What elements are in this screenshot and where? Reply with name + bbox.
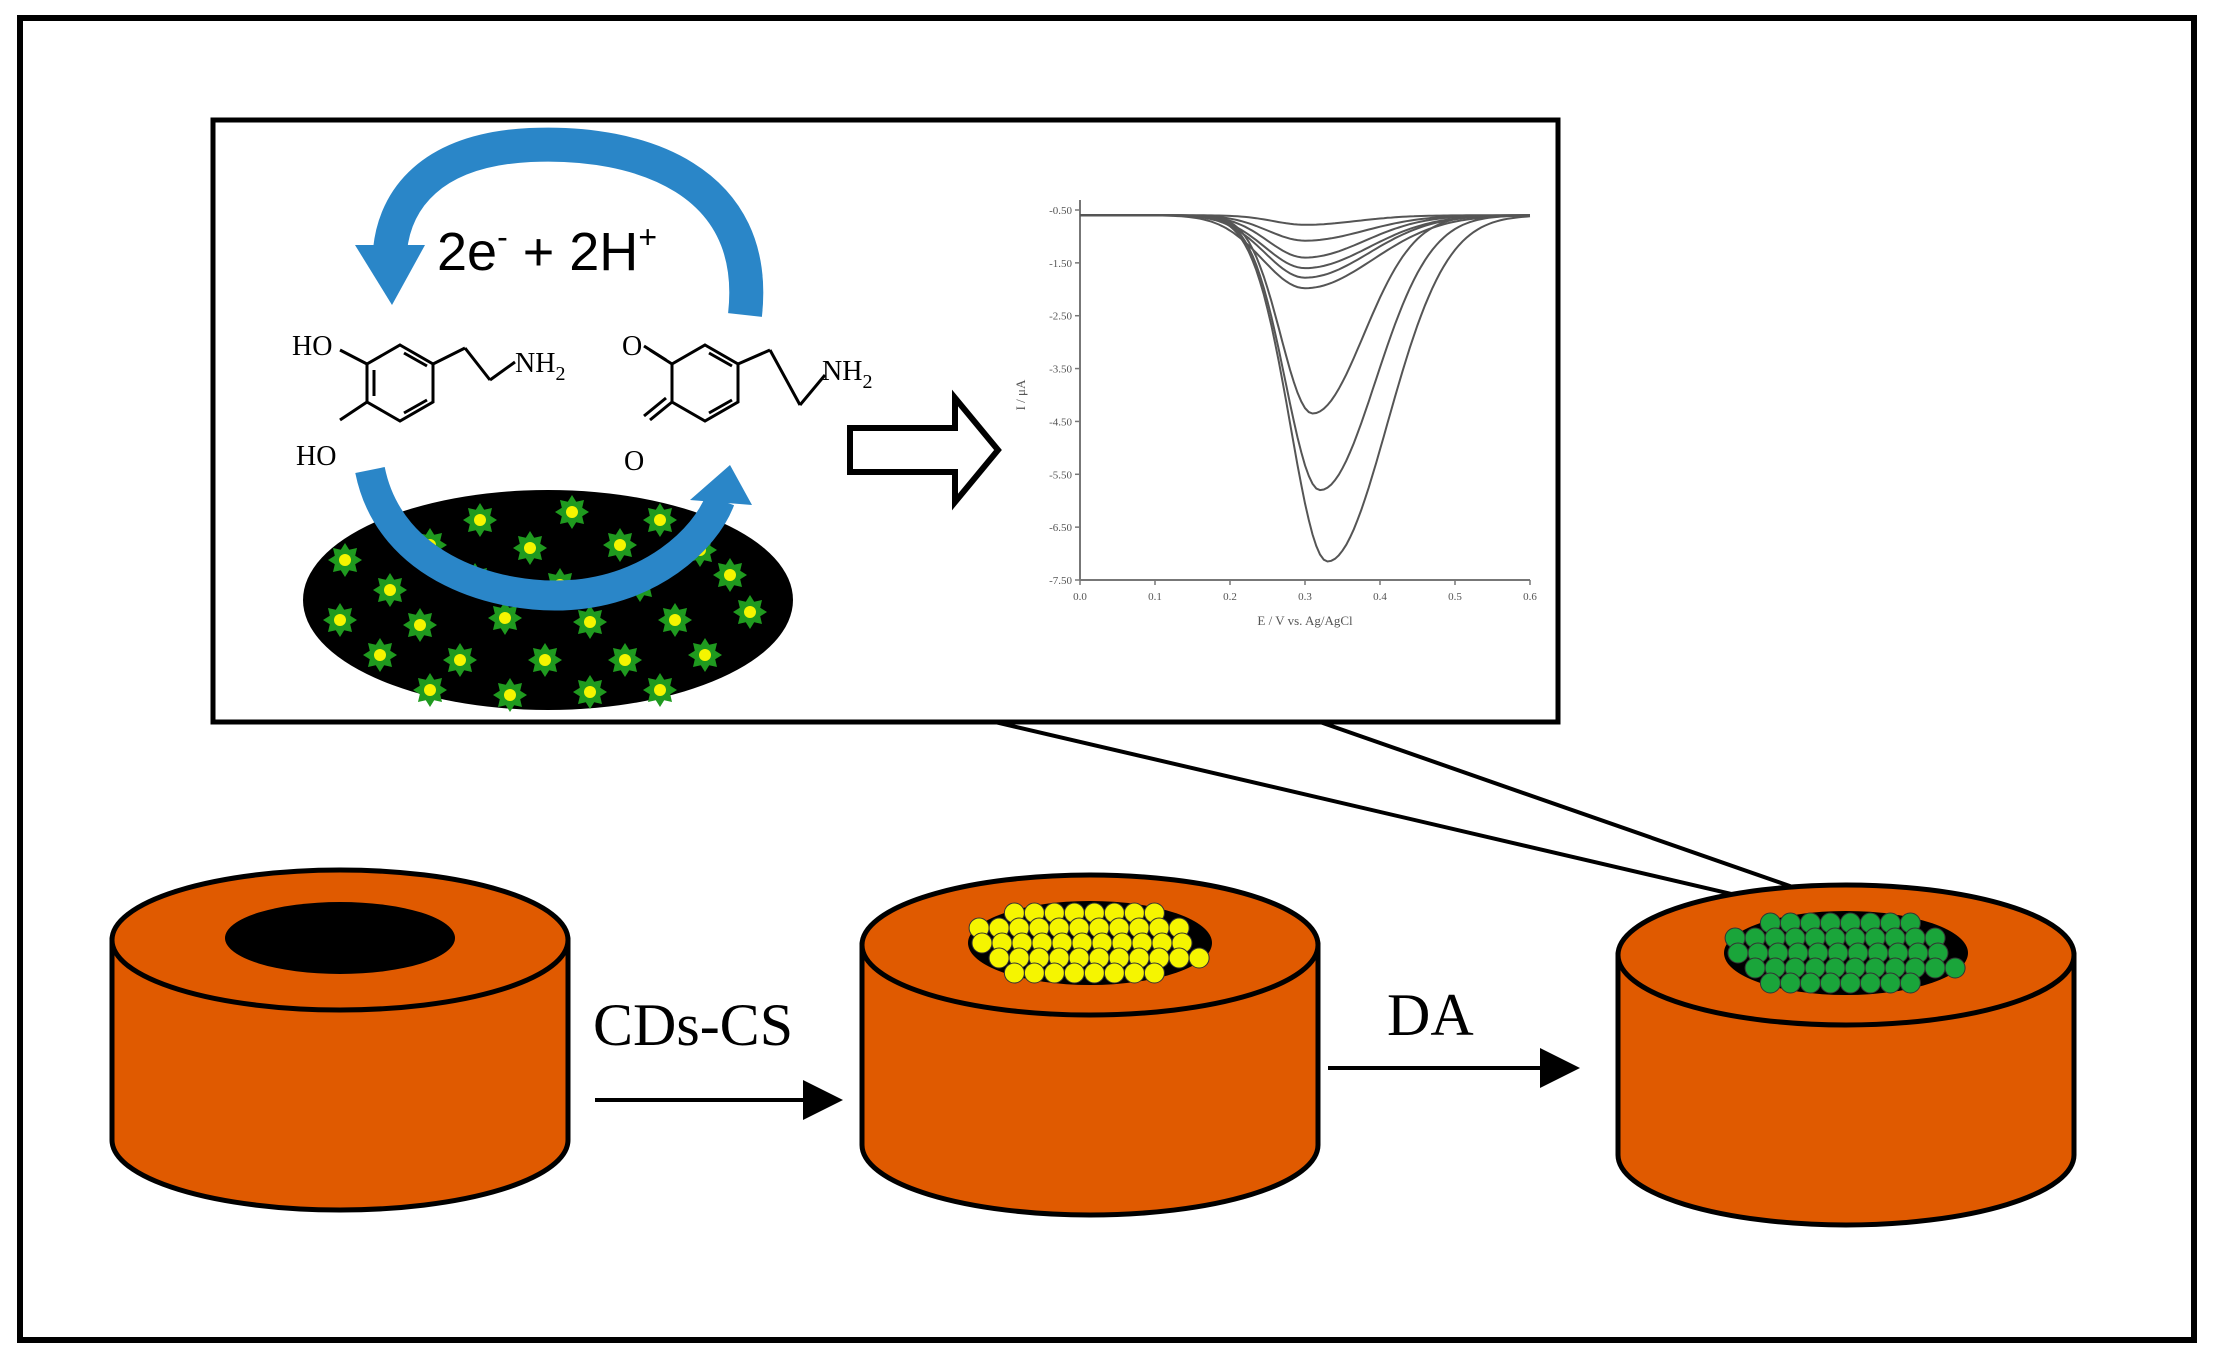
quinone-structure: [643, 343, 827, 423]
redox-scheme: 2e- + 2H+ HO HO NH2: [292, 127, 872, 712]
da-particle: [1727, 942, 1749, 964]
da-particles: [1724, 912, 1966, 994]
da-particle: [1924, 957, 1946, 979]
quinone-amine: NH2: [822, 356, 872, 393]
cds-cs-particle: [988, 947, 1010, 969]
x-tick-label: 0.2: [1223, 591, 1237, 603]
cd-particle: [513, 531, 547, 565]
cds-cs-particle: [1143, 962, 1165, 984]
da-particle: [1839, 972, 1861, 994]
cd-particle: [413, 673, 447, 707]
da-particle: [1944, 957, 1966, 979]
dopamine-structure: [339, 343, 516, 423]
dopamine-oh-bottom: HO: [296, 441, 336, 472]
cd-particle: [688, 638, 722, 672]
x-tick-label: 0.6: [1523, 591, 1537, 603]
step1-label: CDs-CS: [593, 992, 793, 1058]
step2-label: DA: [1387, 982, 1474, 1048]
cd-particle: [658, 603, 692, 637]
cds-cs-particle: [1063, 962, 1085, 984]
cd-particle: [463, 503, 497, 537]
x-tick-label: 0.3: [1298, 591, 1312, 603]
cd-particle: [713, 558, 747, 592]
x-tick-label: 0.4: [1373, 591, 1387, 603]
x-axis-label: E / V vs. Ag/AgCl: [1257, 613, 1353, 628]
cd-particle: [608, 643, 642, 677]
cds-cs-particle: [1003, 962, 1025, 984]
electrode-bare: [109, 867, 571, 1213]
cds-cs-particle: [1043, 962, 1065, 984]
cd-particle: [323, 603, 357, 637]
cd-particle: [603, 528, 637, 562]
y-tick-label: -7.50: [1049, 575, 1072, 587]
quinone-o-top: O: [622, 331, 642, 362]
da-particle: [1759, 972, 1781, 994]
da-particle: [1744, 957, 1766, 979]
x-tick-label: 0.5: [1448, 591, 1462, 603]
da-particle: [1799, 972, 1821, 994]
da-particle: [1819, 972, 1841, 994]
cd-particle: [493, 678, 527, 712]
y-tick-label: -6.50: [1049, 522, 1072, 534]
cds-cs-particles: [968, 902, 1210, 984]
cds-cs-particle: [1103, 962, 1125, 984]
cd-particle: [373, 573, 407, 607]
cd-particle: [573, 675, 607, 709]
cd-particle: [643, 673, 677, 707]
cd-particle: [573, 605, 607, 639]
electrode-cds-cs: [859, 872, 1321, 1218]
cd-particle: [555, 495, 589, 529]
cd-particle: [733, 595, 767, 629]
y-tick-label: -4.50: [1049, 416, 1072, 428]
cd-particle: [443, 643, 477, 677]
electrode-da: [1615, 882, 2077, 1228]
dopamine-amine: NH2: [515, 348, 565, 385]
da-particle: [1879, 972, 1901, 994]
y-axis-label: I / μA: [1013, 379, 1028, 410]
cd-particle: [488, 601, 522, 635]
voltammogram-chart: -0.50 -1.50 -2.50 -3.50 -4.50 -5.50 -6.50 -7.50…: [1013, 200, 1537, 628]
x-tick-label: 0.1: [1148, 591, 1162, 603]
cd-particle: [328, 543, 362, 577]
curved-arrow-head-bottom: [690, 465, 752, 505]
x-tick-label: 0.0: [1073, 591, 1087, 603]
cds-cs-particle: [1023, 962, 1045, 984]
electrode-cavity: [225, 902, 455, 974]
cds-cs-particle: [1168, 947, 1190, 969]
cds-cs-particle: [1188, 947, 1210, 969]
cd-particle: [403, 608, 437, 642]
hollow-arrow-icon: [847, 389, 1002, 511]
cd-particle: [643, 503, 677, 537]
cds-cs-particle: [1123, 962, 1145, 984]
voltammogram-curve: [1080, 214, 1531, 563]
y-tick-label: -2.50: [1049, 311, 1072, 323]
zoom-line-left: [994, 720, 1801, 912]
reaction-label: 2e- + 2H+: [437, 219, 657, 282]
quinone-o-bottom: O: [624, 446, 644, 477]
y-tick-label: -0.50: [1049, 205, 1072, 217]
da-particle: [1779, 972, 1801, 994]
cd-particle: [363, 638, 397, 672]
curved-arrow-head-top: [355, 245, 425, 305]
cds-cs-particle: [971, 932, 993, 954]
y-tick-label: -1.50: [1049, 258, 1072, 270]
y-tick-label: -3.50: [1049, 364, 1072, 376]
da-particle: [1899, 972, 1921, 994]
y-tick-label: -5.50: [1049, 469, 1072, 481]
cds-cs-particle: [1083, 962, 1105, 984]
curved-arrow-icon: [373, 127, 764, 317]
cd-particle: [528, 643, 562, 677]
curved-arrow-icon: [355, 466, 735, 611]
dopamine-oh-top: HO: [292, 331, 332, 362]
da-particle: [1859, 972, 1881, 994]
